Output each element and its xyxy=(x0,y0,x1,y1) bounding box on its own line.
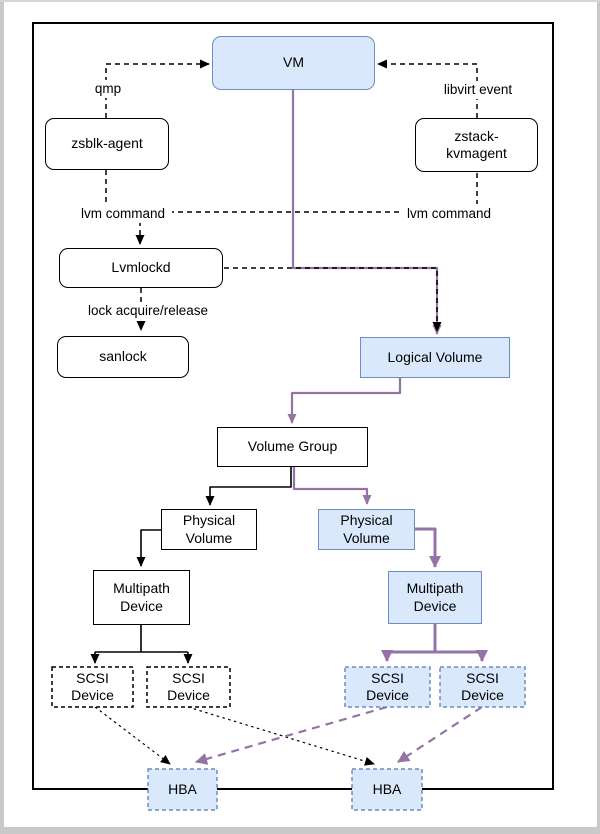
node-hba-right: HBA xyxy=(352,769,422,810)
edge-label-lvm-command-left: lvm command xyxy=(74,205,172,224)
edge-scsi-1-to-hba-left xyxy=(94,706,171,765)
node-zstack-kvmagent: zstack-kvmagent xyxy=(415,118,538,172)
node-scsi-device-1-label: SCSI Device xyxy=(71,669,114,703)
edge-label-libvirt-event: libvirt event xyxy=(435,81,521,100)
node-hba-left: HBA xyxy=(148,769,217,810)
edge-kvmagent-libvirt-to-vm xyxy=(377,59,478,118)
edge-physical-volume-left-to-multipath-left xyxy=(136,529,161,567)
edge-physical-volume-right-to-multipath-right xyxy=(415,527,441,568)
node-hba-left-label: HBA xyxy=(168,780,197,797)
node-multipath-device-left: Multipath Device xyxy=(93,570,190,625)
edge-multipath-left-split xyxy=(95,625,188,653)
screenshot-border-top xyxy=(0,0,600,2)
edge-scsi-4-to-hba-right xyxy=(397,706,483,763)
edge-scsi-2-to-hba-right xyxy=(187,706,375,766)
node-physical-volume-left: Physical Volume xyxy=(161,509,257,550)
node-sanlock-label: sanlock xyxy=(99,348,147,365)
node-zsblk-agent-label: zsblk-agent xyxy=(71,135,143,152)
node-physical-volume-right: Physical Volume xyxy=(318,509,415,550)
hba-left-box xyxy=(147,768,218,811)
node-vm-label: VM xyxy=(283,54,304,71)
screenshot-border-right xyxy=(597,0,600,834)
node-lvmlockd: Lvmlockd xyxy=(59,248,223,288)
node-scsi-device-1: SCSI Device xyxy=(52,667,133,707)
node-multipath-device-right-label: Multipath Device xyxy=(406,580,464,614)
node-multipath-device-left-label: Multipath Device xyxy=(113,580,170,614)
node-scsi-device-4-label: SCSI Device xyxy=(461,669,504,703)
node-scsi-device-2: SCSI Device xyxy=(147,667,230,707)
node-multipath-device-right: Multipath Device xyxy=(388,571,482,624)
node-physical-volume-left-label: Physical Volume xyxy=(182,512,236,546)
scsi-device-4-box xyxy=(439,666,526,708)
edge-zsblk-qmp-to-vm xyxy=(105,59,210,118)
node-scsi-device-4: SCSI Device xyxy=(440,667,525,707)
edge-multipath-right-split xyxy=(387,624,482,654)
scsi-device-2-box xyxy=(146,666,231,708)
scsi-device-3-box xyxy=(344,666,431,708)
node-scsi-device-3: SCSI Device xyxy=(345,667,430,707)
edge-logical-volume-to-volume-group xyxy=(287,378,402,424)
node-zstack-kvmagent-label: zstack-kvmagent xyxy=(446,127,507,161)
diagram-frame xyxy=(32,22,554,790)
edge-label-qmp: qmp xyxy=(88,80,128,99)
node-hba-right-label: HBA xyxy=(372,780,402,797)
edge-label-lvm-command-right: lvm command xyxy=(400,205,498,224)
node-volume-group: Volume Group xyxy=(217,427,368,467)
node-logical-volume-label: Logical Volume xyxy=(387,348,483,365)
node-logical-volume: Logical Volume xyxy=(360,337,510,378)
node-scsi-device-3-label: SCSI Device xyxy=(366,669,409,703)
screenshot-border-bottom xyxy=(0,827,600,834)
edge-volume-group-to-physical-volume-right xyxy=(292,467,372,505)
node-volume-group-label: Volume Group xyxy=(247,438,338,455)
screenshot-border-left xyxy=(0,0,4,834)
node-vm: VM xyxy=(212,36,375,90)
edge-label-lock-acquire-release: lock acquire/release xyxy=(72,302,224,321)
edge-volume-group-to-physical-volume-left xyxy=(205,467,292,506)
edge-scsi-3-to-hba-left xyxy=(195,705,388,765)
edge-lvmlockd-to-logical-volume xyxy=(224,267,442,332)
node-lvmlockd-label: Lvmlockd xyxy=(111,259,171,276)
hba-right-box xyxy=(351,768,423,811)
node-zsblk-agent: zsblk-agent xyxy=(45,118,169,170)
node-physical-volume-right-label: Physical Volume xyxy=(340,512,393,546)
scsi-device-1-box xyxy=(51,666,134,708)
node-scsi-device-2-label: SCSI Device xyxy=(167,669,210,703)
node-sanlock: sanlock xyxy=(57,336,189,378)
